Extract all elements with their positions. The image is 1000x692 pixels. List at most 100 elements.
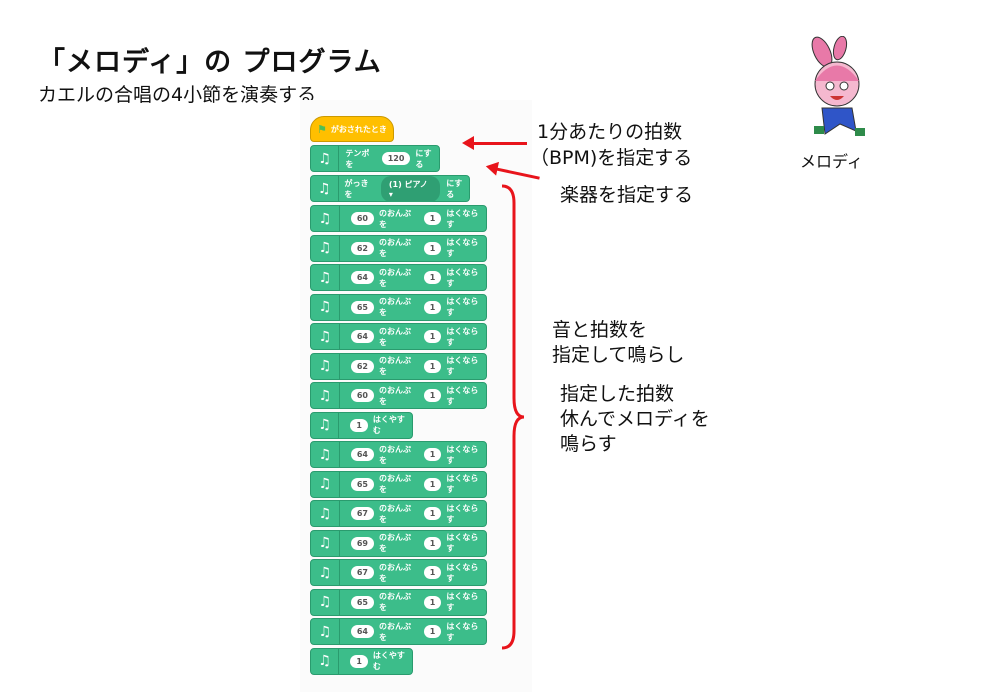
beats-input[interactable]: 1 xyxy=(423,359,442,373)
play-note-block[interactable]: ♫ 64 のおんぷを 1 はくならす xyxy=(310,618,487,645)
music-note-icon: ♫ xyxy=(311,412,340,438)
block-text: のおんぷを xyxy=(379,621,411,642)
note-input[interactable]: 60 xyxy=(350,212,374,225)
note-input[interactable]: 65 xyxy=(350,595,374,609)
play-note-block[interactable]: ♫ 64 のおんぷを 1 はくならす xyxy=(310,323,487,350)
notes-note-2: 指定して鳴らし xyxy=(552,344,685,366)
beats-input[interactable]: 1 xyxy=(423,241,442,255)
play-note-block[interactable]: ♫ 62 のおんぷを 1 はくならす xyxy=(310,234,487,262)
block-text: のおんぷを xyxy=(379,356,411,376)
rest-note-3: 鳴らす xyxy=(560,433,617,455)
block-text: はくならす xyxy=(446,326,479,347)
music-note-icon: ♫ xyxy=(311,235,340,261)
beats-input[interactable]: 1 xyxy=(423,212,442,225)
hat-label: がおされたとき xyxy=(330,124,387,134)
music-note-icon: ♫ xyxy=(311,619,340,644)
music-note-icon: ♫ xyxy=(311,294,340,320)
notes-note-1: 音と拍数を xyxy=(552,319,648,341)
beats-input[interactable]: 1 xyxy=(423,625,442,638)
block-text: のおんぷを xyxy=(379,533,411,553)
music-note-icon: ♫ xyxy=(311,353,340,379)
music-note-icon: ♫ xyxy=(311,176,339,201)
rest-note-1: 指定した拍数 xyxy=(560,383,675,405)
note-input[interactable]: 62 xyxy=(350,359,374,373)
music-note-icon: ♫ xyxy=(311,206,340,231)
block-text: のおんぷを xyxy=(379,267,411,288)
note-input[interactable]: 67 xyxy=(350,566,374,579)
beats-input[interactable]: 1 xyxy=(423,536,442,550)
block-text: はくならす xyxy=(446,503,479,524)
note-input[interactable]: 64 xyxy=(350,448,374,461)
note-input[interactable]: 64 xyxy=(350,625,374,638)
block-text: のおんぷを xyxy=(379,297,411,317)
arrow-bpm xyxy=(462,136,527,150)
beats-input[interactable]: 1 xyxy=(423,330,442,343)
note-input[interactable]: 67 xyxy=(350,507,374,520)
block-text: はくならす xyxy=(446,238,479,258)
note-input[interactable]: 64 xyxy=(350,330,374,343)
block-text: はくならす xyxy=(446,474,479,494)
beats-input[interactable]: 1 xyxy=(350,418,368,432)
block-text: のおんぷを xyxy=(379,208,411,229)
note-input[interactable]: 64 xyxy=(350,271,374,284)
block-text: はくやすむ xyxy=(372,651,405,671)
set-instrument-block[interactable]: ♫ がっきを (1) ピアノ ▾ にする xyxy=(310,175,470,202)
block-text: のおんぷを xyxy=(379,592,411,612)
note-input[interactable]: 62 xyxy=(350,241,374,255)
block-text: のおんぷを xyxy=(379,474,411,494)
block-text: のおんぷを xyxy=(379,503,411,524)
block-text: はくならす xyxy=(446,297,479,317)
play-note-block[interactable]: ♫ 62 のおんぷを 1 はくならす xyxy=(310,352,487,380)
music-note-icon: ♫ xyxy=(311,146,340,171)
note-input[interactable]: 69 xyxy=(350,536,374,550)
play-note-block[interactable]: ♫ 67 のおんぷを 1 はくならす xyxy=(310,500,487,527)
block-text: のおんぷを xyxy=(379,238,411,258)
block-text: はくやすむ xyxy=(372,415,405,435)
beats-input[interactable]: 1 xyxy=(423,595,442,609)
beats-input[interactable]: 1 xyxy=(423,507,442,520)
beats-input[interactable]: 1 xyxy=(350,654,368,668)
page-title: 「メロディ」の プログラム xyxy=(38,47,382,78)
block-text: はくならす xyxy=(446,356,479,376)
music-note-icon: ♫ xyxy=(311,324,340,349)
music-note-icon: ♫ xyxy=(311,501,340,526)
beats-input[interactable]: 1 xyxy=(423,389,442,402)
beats-input[interactable]: 1 xyxy=(423,566,442,579)
music-note-icon: ♫ xyxy=(311,560,340,585)
beats-input[interactable]: 1 xyxy=(423,477,442,491)
page-subtitle: カエルの合唱の4小節を演奏する xyxy=(38,84,317,106)
block-text: はくならす xyxy=(446,533,479,553)
block-text: テンポを xyxy=(345,148,370,169)
set-tempo-block[interactable]: ♫ テンポを 120 にする xyxy=(310,145,440,172)
play-note-block[interactable]: ♫ 64 のおんぷを 1 はくならす xyxy=(310,441,487,468)
tempo-input[interactable]: 120 xyxy=(381,152,411,165)
play-note-block[interactable]: ♫ 65 のおんぷを 1 はくならす xyxy=(310,293,487,321)
note-input[interactable]: 60 xyxy=(350,389,374,402)
music-note-icon: ♫ xyxy=(311,265,340,290)
block-text: のおんぷを xyxy=(379,562,411,583)
block-text: のおんぷを xyxy=(379,444,411,465)
instrument-dropdown[interactable]: (1) ピアノ ▾ xyxy=(380,175,441,202)
beats-input[interactable]: 1 xyxy=(423,300,442,314)
rest-note-2: 休んでメロディを xyxy=(560,408,710,430)
beats-input[interactable]: 1 xyxy=(423,448,442,461)
block-text: はくならす xyxy=(446,444,479,465)
music-note-icon: ♫ xyxy=(311,442,340,467)
beats-input[interactable]: 1 xyxy=(423,271,442,284)
block-text: はくならす xyxy=(446,621,479,642)
note-input[interactable]: 65 xyxy=(350,300,374,314)
mascot-label: メロディ xyxy=(800,152,863,171)
rest-block[interactable]: ♫ 1 はくやすむ xyxy=(310,411,413,439)
block-text: のおんぷを xyxy=(379,326,411,347)
bpm-note-2: （BPM)を指定する xyxy=(530,147,693,169)
when-flag-clicked-block[interactable]: ⚑ がおされたとき xyxy=(310,116,394,142)
note-input[interactable]: 65 xyxy=(350,477,374,491)
